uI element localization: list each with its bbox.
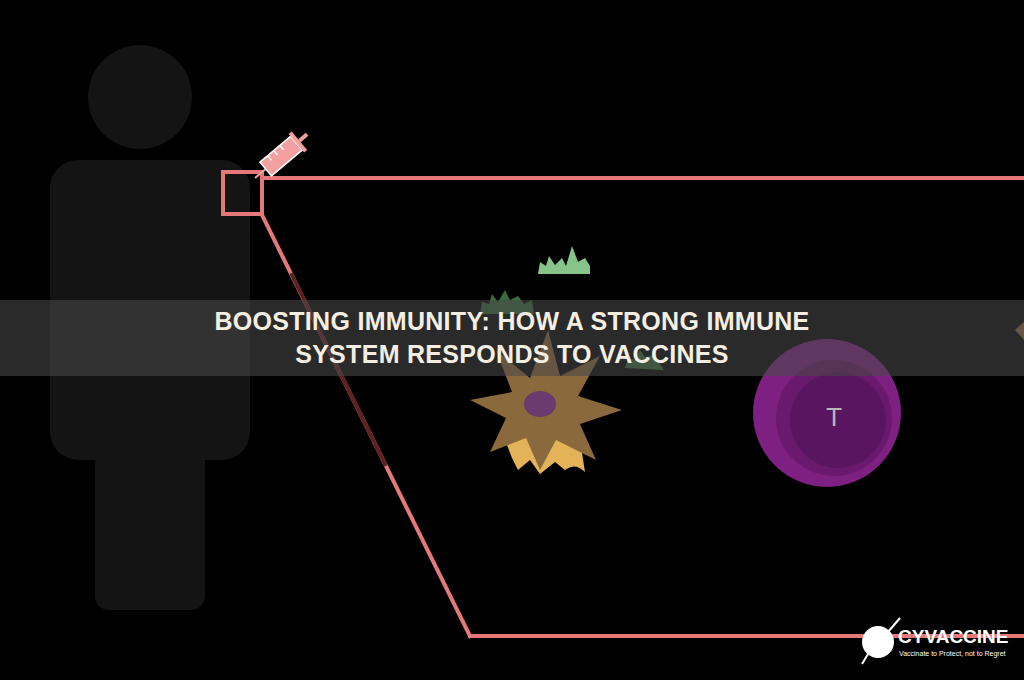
title: BOOSTING IMMUNITY: HOW A STRONG IMMUNE S…	[172, 305, 852, 371]
logo-icon	[862, 618, 900, 664]
antigen	[538, 246, 590, 274]
title-banner: BOOSTING IMMUNITY: HOW A STRONG IMMUNE S…	[0, 300, 1024, 376]
zoom-lines	[223, 172, 1024, 636]
syringe	[247, 125, 315, 187]
tagline: Vaccinate to Protect, not to Regret	[899, 650, 1005, 657]
cell-label: T	[823, 400, 846, 436]
logo-text: CYVACCINE	[898, 626, 1009, 648]
